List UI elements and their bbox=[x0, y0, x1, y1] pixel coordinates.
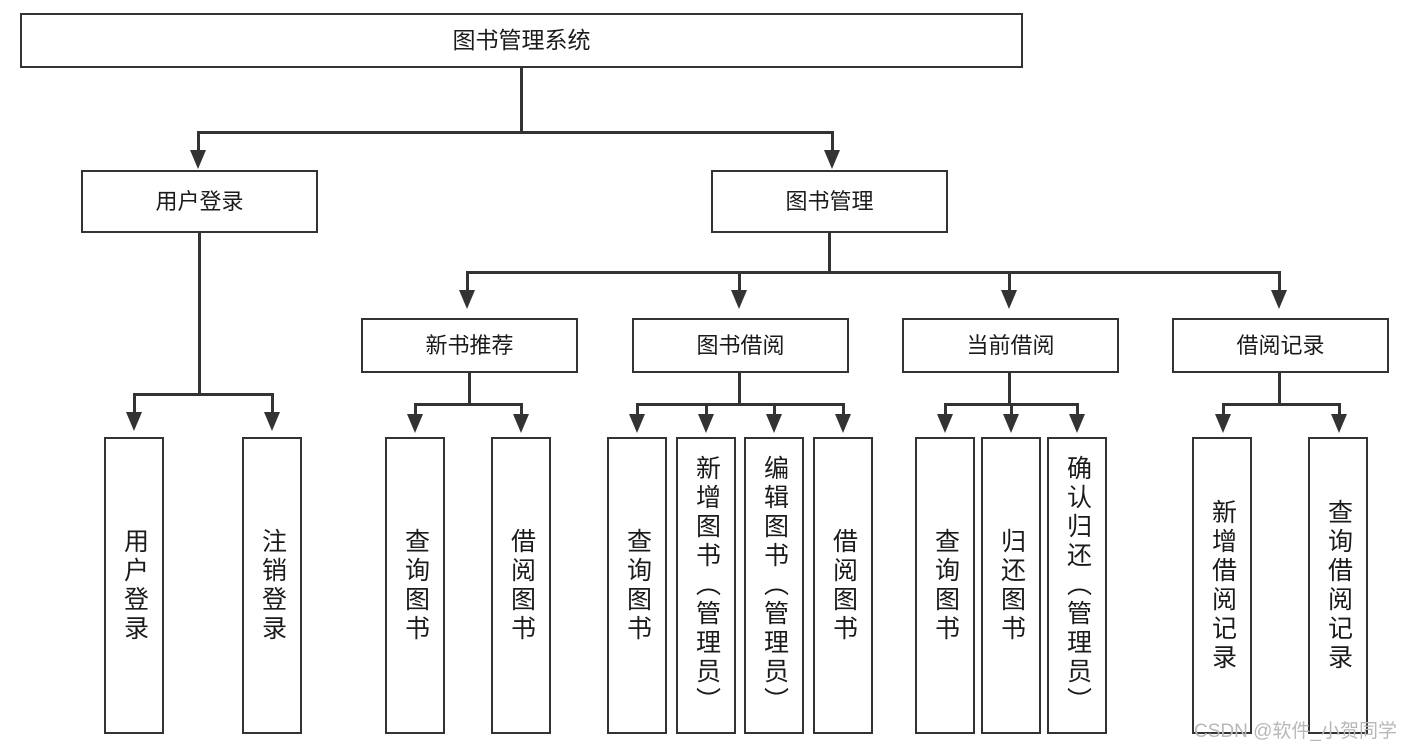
arrowhead-borrow-record bbox=[1271, 290, 1287, 309]
node-current-borrow-label: 当前借阅 bbox=[966, 332, 1055, 358]
node-leaf-logout-login[interactable]: 注销登录 bbox=[242, 437, 302, 734]
node-leaf-borrow-book-1-label: 借阅图书 bbox=[507, 527, 536, 644]
connector-to-leaf-query-record bbox=[1338, 403, 1341, 417]
connector-user-login-stem bbox=[198, 233, 201, 395]
connector-to-borrow-record bbox=[1278, 271, 1281, 293]
node-root[interactable]: 图书管理系统 bbox=[20, 13, 1023, 68]
arrowhead-leaf-add-record bbox=[1215, 414, 1231, 433]
connector-to-leaf-query-book-2 bbox=[636, 403, 639, 417]
node-leaf-borrow-book-2-label: 借阅图书 bbox=[829, 527, 858, 644]
arrowhead-book-borrow bbox=[731, 290, 747, 309]
connector-book-manage-stem bbox=[828, 233, 831, 273]
arrowhead-current-borrow bbox=[1001, 290, 1017, 309]
node-leaf-query-record-label: 查询借阅记录 bbox=[1324, 498, 1353, 673]
arrowhead-leaf-user-login bbox=[126, 412, 142, 431]
connector-to-leaf-confirm-return bbox=[1076, 403, 1079, 417]
node-leaf-add-book-label: 新增图书（管理员） bbox=[692, 455, 721, 716]
connector-to-leaf-edit-book bbox=[773, 403, 776, 417]
node-leaf-user-login[interactable]: 用户登录 bbox=[104, 437, 164, 734]
connector-book-borrow-stem bbox=[738, 373, 741, 405]
node-leaf-user-login-label: 用户登录 bbox=[120, 527, 149, 644]
node-leaf-logout-login-label: 注销登录 bbox=[258, 527, 287, 644]
arrowhead-book-manage bbox=[824, 150, 840, 169]
connector-to-new-book-recommend bbox=[466, 271, 469, 293]
node-leaf-query-book-2[interactable]: 查询图书 bbox=[607, 437, 667, 734]
connector-user-login-bus bbox=[133, 393, 273, 396]
connector-root-to-book-manage bbox=[831, 131, 834, 153]
arrowhead-leaf-query-book-1 bbox=[407, 414, 423, 433]
connector-to-leaf-borrow-book-2 bbox=[842, 403, 845, 417]
node-leaf-confirm-return[interactable]: 确认归还（管理员） bbox=[1047, 437, 1107, 734]
connector-to-leaf-logout-login bbox=[271, 393, 274, 415]
connector-to-leaf-query-book-1 bbox=[414, 403, 417, 417]
node-current-borrow[interactable]: 当前借阅 bbox=[902, 318, 1119, 373]
node-leaf-add-book[interactable]: 新增图书（管理员） bbox=[676, 437, 736, 734]
node-leaf-query-record[interactable]: 查询借阅记录 bbox=[1308, 437, 1368, 734]
node-leaf-borrow-book-2[interactable]: 借阅图书 bbox=[813, 437, 873, 734]
connector-to-leaf-return-book bbox=[1010, 403, 1013, 417]
node-root-label: 图书管理系统 bbox=[452, 27, 591, 54]
node-book-borrow[interactable]: 图书借阅 bbox=[632, 318, 849, 373]
node-leaf-return-book-label: 归还图书 bbox=[997, 527, 1026, 644]
node-leaf-query-book-1-label: 查询图书 bbox=[401, 527, 430, 644]
node-leaf-query-book-3-label: 查询图书 bbox=[931, 527, 960, 644]
arrowhead-new-book-recommend bbox=[459, 290, 475, 309]
arrowhead-leaf-edit-book bbox=[766, 414, 782, 433]
connector-level3-bus bbox=[466, 271, 1280, 274]
node-new-book-recommend-label: 新书推荐 bbox=[425, 332, 514, 358]
arrowhead-leaf-borrow-book-1 bbox=[513, 414, 529, 433]
node-book-manage[interactable]: 图书管理 bbox=[711, 170, 948, 233]
node-leaf-borrow-book-1[interactable]: 借阅图书 bbox=[491, 437, 551, 734]
arrowhead-leaf-query-book-3 bbox=[937, 414, 953, 433]
arrowhead-leaf-query-book-2 bbox=[629, 414, 645, 433]
connector-borrow-record-bus bbox=[1222, 403, 1340, 406]
arrowhead-leaf-borrow-book-2 bbox=[835, 414, 851, 433]
node-leaf-confirm-return-label: 确认归还（管理员） bbox=[1063, 455, 1092, 716]
connector-new-book-recommend-bus bbox=[414, 403, 522, 406]
node-user-login[interactable]: 用户登录 bbox=[81, 170, 318, 233]
node-leaf-query-book-2-label: 查询图书 bbox=[623, 527, 652, 644]
node-leaf-query-book-3[interactable]: 查询图书 bbox=[915, 437, 975, 734]
connector-to-leaf-add-record bbox=[1222, 403, 1225, 417]
connector-root-to-user-login bbox=[197, 131, 200, 153]
connector-to-leaf-query-book-3 bbox=[944, 403, 947, 417]
arrowhead-leaf-query-record bbox=[1331, 414, 1347, 433]
node-leaf-add-record-label: 新增借阅记录 bbox=[1208, 498, 1237, 673]
arrowhead-leaf-confirm-return bbox=[1069, 414, 1085, 433]
node-user-login-label: 用户登录 bbox=[155, 188, 244, 214]
node-book-manage-label: 图书管理 bbox=[785, 188, 874, 214]
node-leaf-add-record[interactable]: 新增借阅记录 bbox=[1192, 437, 1252, 734]
node-borrow-record-label: 借阅记录 bbox=[1236, 332, 1325, 358]
watermark: CSDN @软件_小贺同学 bbox=[1194, 721, 1397, 742]
node-book-borrow-label: 图书借阅 bbox=[696, 332, 785, 358]
node-new-book-recommend[interactable]: 新书推荐 bbox=[361, 318, 578, 373]
node-leaf-query-book-1[interactable]: 查询图书 bbox=[385, 437, 445, 734]
connector-to-current-borrow bbox=[1008, 271, 1011, 293]
arrowhead-leaf-return-book bbox=[1003, 414, 1019, 433]
arrowhead-user-login bbox=[190, 150, 206, 169]
connector-to-leaf-user-login bbox=[133, 393, 136, 415]
arrowhead-leaf-logout-login bbox=[264, 412, 280, 431]
connector-root-bus bbox=[197, 131, 833, 134]
connector-to-book-borrow bbox=[738, 271, 741, 293]
connector-current-borrow-stem bbox=[1008, 373, 1011, 405]
connector-to-leaf-add-book bbox=[705, 403, 708, 417]
arrowhead-leaf-add-book bbox=[698, 414, 714, 433]
node-leaf-return-book[interactable]: 归还图书 bbox=[981, 437, 1041, 734]
connector-borrow-record-stem bbox=[1278, 373, 1281, 405]
connector-book-borrow-bus bbox=[636, 403, 844, 406]
connector-to-leaf-borrow-book-1 bbox=[520, 403, 523, 417]
connector-root-stem bbox=[520, 68, 523, 132]
node-leaf-edit-book-label: 编辑图书（管理员） bbox=[760, 455, 789, 716]
node-borrow-record[interactable]: 借阅记录 bbox=[1172, 318, 1389, 373]
connector-new-book-recommend-stem bbox=[468, 373, 471, 405]
node-leaf-edit-book[interactable]: 编辑图书（管理员） bbox=[744, 437, 804, 734]
